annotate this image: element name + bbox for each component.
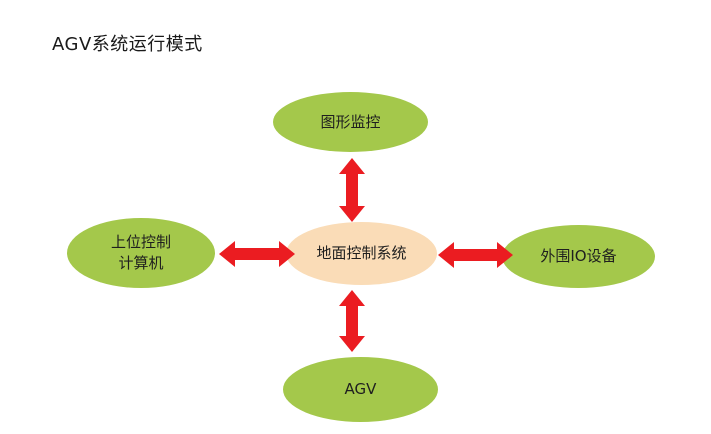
- node-agv-label: AGV: [344, 380, 377, 398]
- arrow-center-left-icon: [219, 241, 295, 267]
- node-peripheral-io-devices: 外围IO设备: [502, 225, 655, 288]
- arrow-center-right-icon: [438, 242, 513, 268]
- node-agv: AGV: [283, 357, 438, 422]
- node-ground-control-system: 地面控制系统: [286, 222, 437, 285]
- page-title: AGV系统运行模式: [52, 34, 203, 55]
- node-ground-control-system-label: 地面控制系统: [316, 244, 407, 262]
- arrow-center-bottom-icon: [339, 290, 365, 352]
- node-peripheral-io-devices-label: 外围IO设备: [540, 247, 617, 265]
- node-host-control-computer-label-line1: 上位控制: [110, 233, 171, 251]
- node-graphic-monitoring: 图形监控: [273, 92, 428, 152]
- arrow-center-top-icon: [339, 158, 365, 222]
- node-graphic-monitoring-label: 图形监控: [320, 112, 381, 131]
- node-host-control-computer-label-line2: 计算机: [118, 254, 164, 272]
- node-host-control-computer: 上位控制 计算机: [67, 218, 215, 288]
